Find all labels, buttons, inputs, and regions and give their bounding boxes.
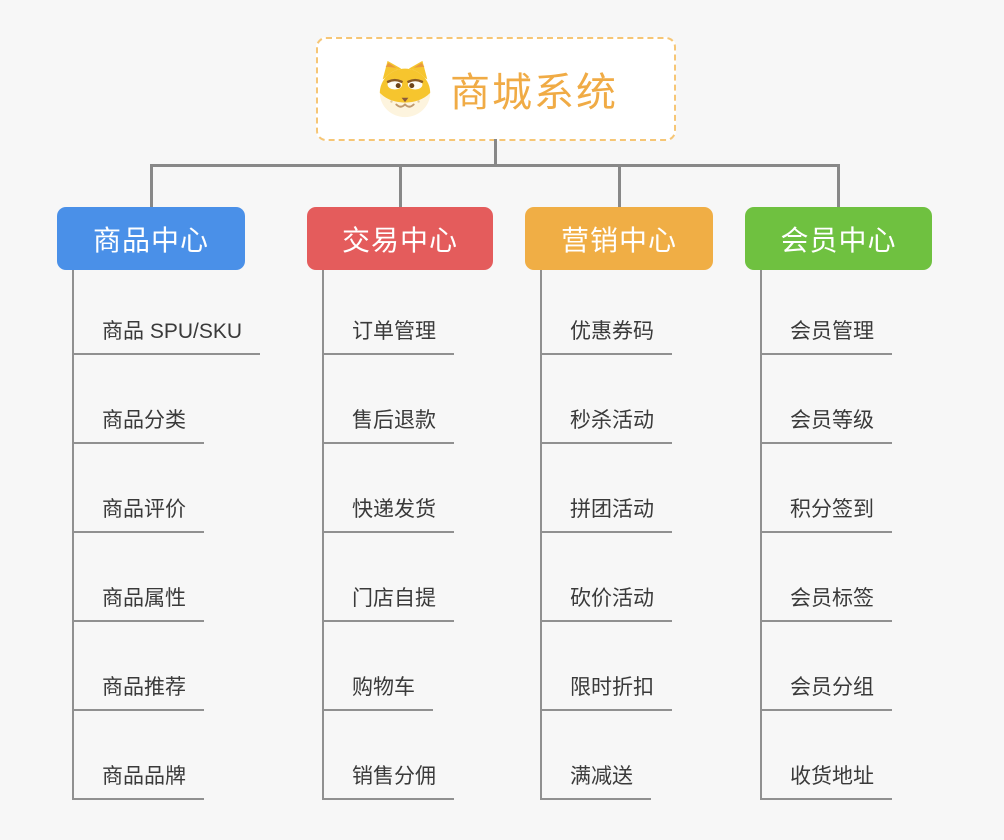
shiba-dog-icon — [379, 60, 431, 118]
subtopic-node[interactable]: 积分签到 — [760, 497, 892, 533]
subtopic-node[interactable]: 订单管理 — [322, 319, 454, 355]
branch-spine-marketing — [540, 270, 542, 799]
subtopic-node[interactable]: 商品品牌 — [72, 764, 204, 800]
subtopic-node[interactable]: 秒杀活动 — [540, 408, 672, 444]
subtopic-node[interactable]: 门店自提 — [322, 586, 454, 622]
subtopic-node[interactable]: 商品 SPU/SKU — [72, 319, 261, 355]
connector-drop-products — [150, 165, 153, 209]
root-title: 商城系统 — [450, 71, 618, 115]
connector-root-vertical — [494, 139, 497, 166]
branch-spine-trade — [322, 270, 324, 799]
subtopic-node[interactable]: 会员标签 — [760, 586, 892, 622]
subtopic-node[interactable]: 商品推荐 — [72, 675, 204, 711]
subtopic-node[interactable]: 会员分组 — [760, 675, 892, 711]
subtopic-node[interactable]: 快递发货 — [322, 497, 454, 533]
branch-node-members[interactable]: 会员中心 — [745, 207, 932, 270]
connector-drop-trade — [399, 165, 402, 209]
subtopic-node[interactable]: 会员管理 — [760, 319, 892, 355]
subtopic-node[interactable]: 拼团活动 — [540, 497, 672, 533]
subtopic-node[interactable]: 限时折扣 — [540, 675, 672, 711]
branch-spine-members — [760, 270, 762, 799]
subtopic-node[interactable]: 收货地址 — [760, 764, 892, 800]
branch-node-trade[interactable]: 交易中心 — [307, 207, 493, 270]
connector-drop-members — [837, 165, 840, 209]
connector-horizontal-bus — [150, 164, 840, 167]
connector-drop-marketing — [618, 165, 621, 209]
subtopic-node[interactable]: 售后退款 — [322, 408, 454, 444]
subtopic-node[interactable]: 购物车 — [322, 675, 433, 711]
subtopic-node[interactable]: 销售分佣 — [322, 764, 454, 800]
branch-node-products[interactable]: 商品中心 — [57, 207, 245, 270]
subtopic-node[interactable]: 满减送 — [540, 764, 651, 800]
branch-spine-products — [72, 270, 74, 799]
root-node[interactable]: 商城系统 — [316, 37, 676, 141]
subtopic-node[interactable]: 商品分类 — [72, 408, 204, 444]
subtopic-node[interactable]: 砍价活动 — [540, 586, 672, 622]
subtopic-node[interactable]: 商品评价 — [72, 497, 204, 533]
subtopic-node[interactable]: 会员等级 — [760, 408, 892, 444]
subtopic-node[interactable]: 商品属性 — [72, 586, 204, 622]
subtopic-node[interactable]: 优惠券码 — [540, 319, 672, 355]
branch-node-marketing[interactable]: 营销中心 — [525, 207, 713, 270]
